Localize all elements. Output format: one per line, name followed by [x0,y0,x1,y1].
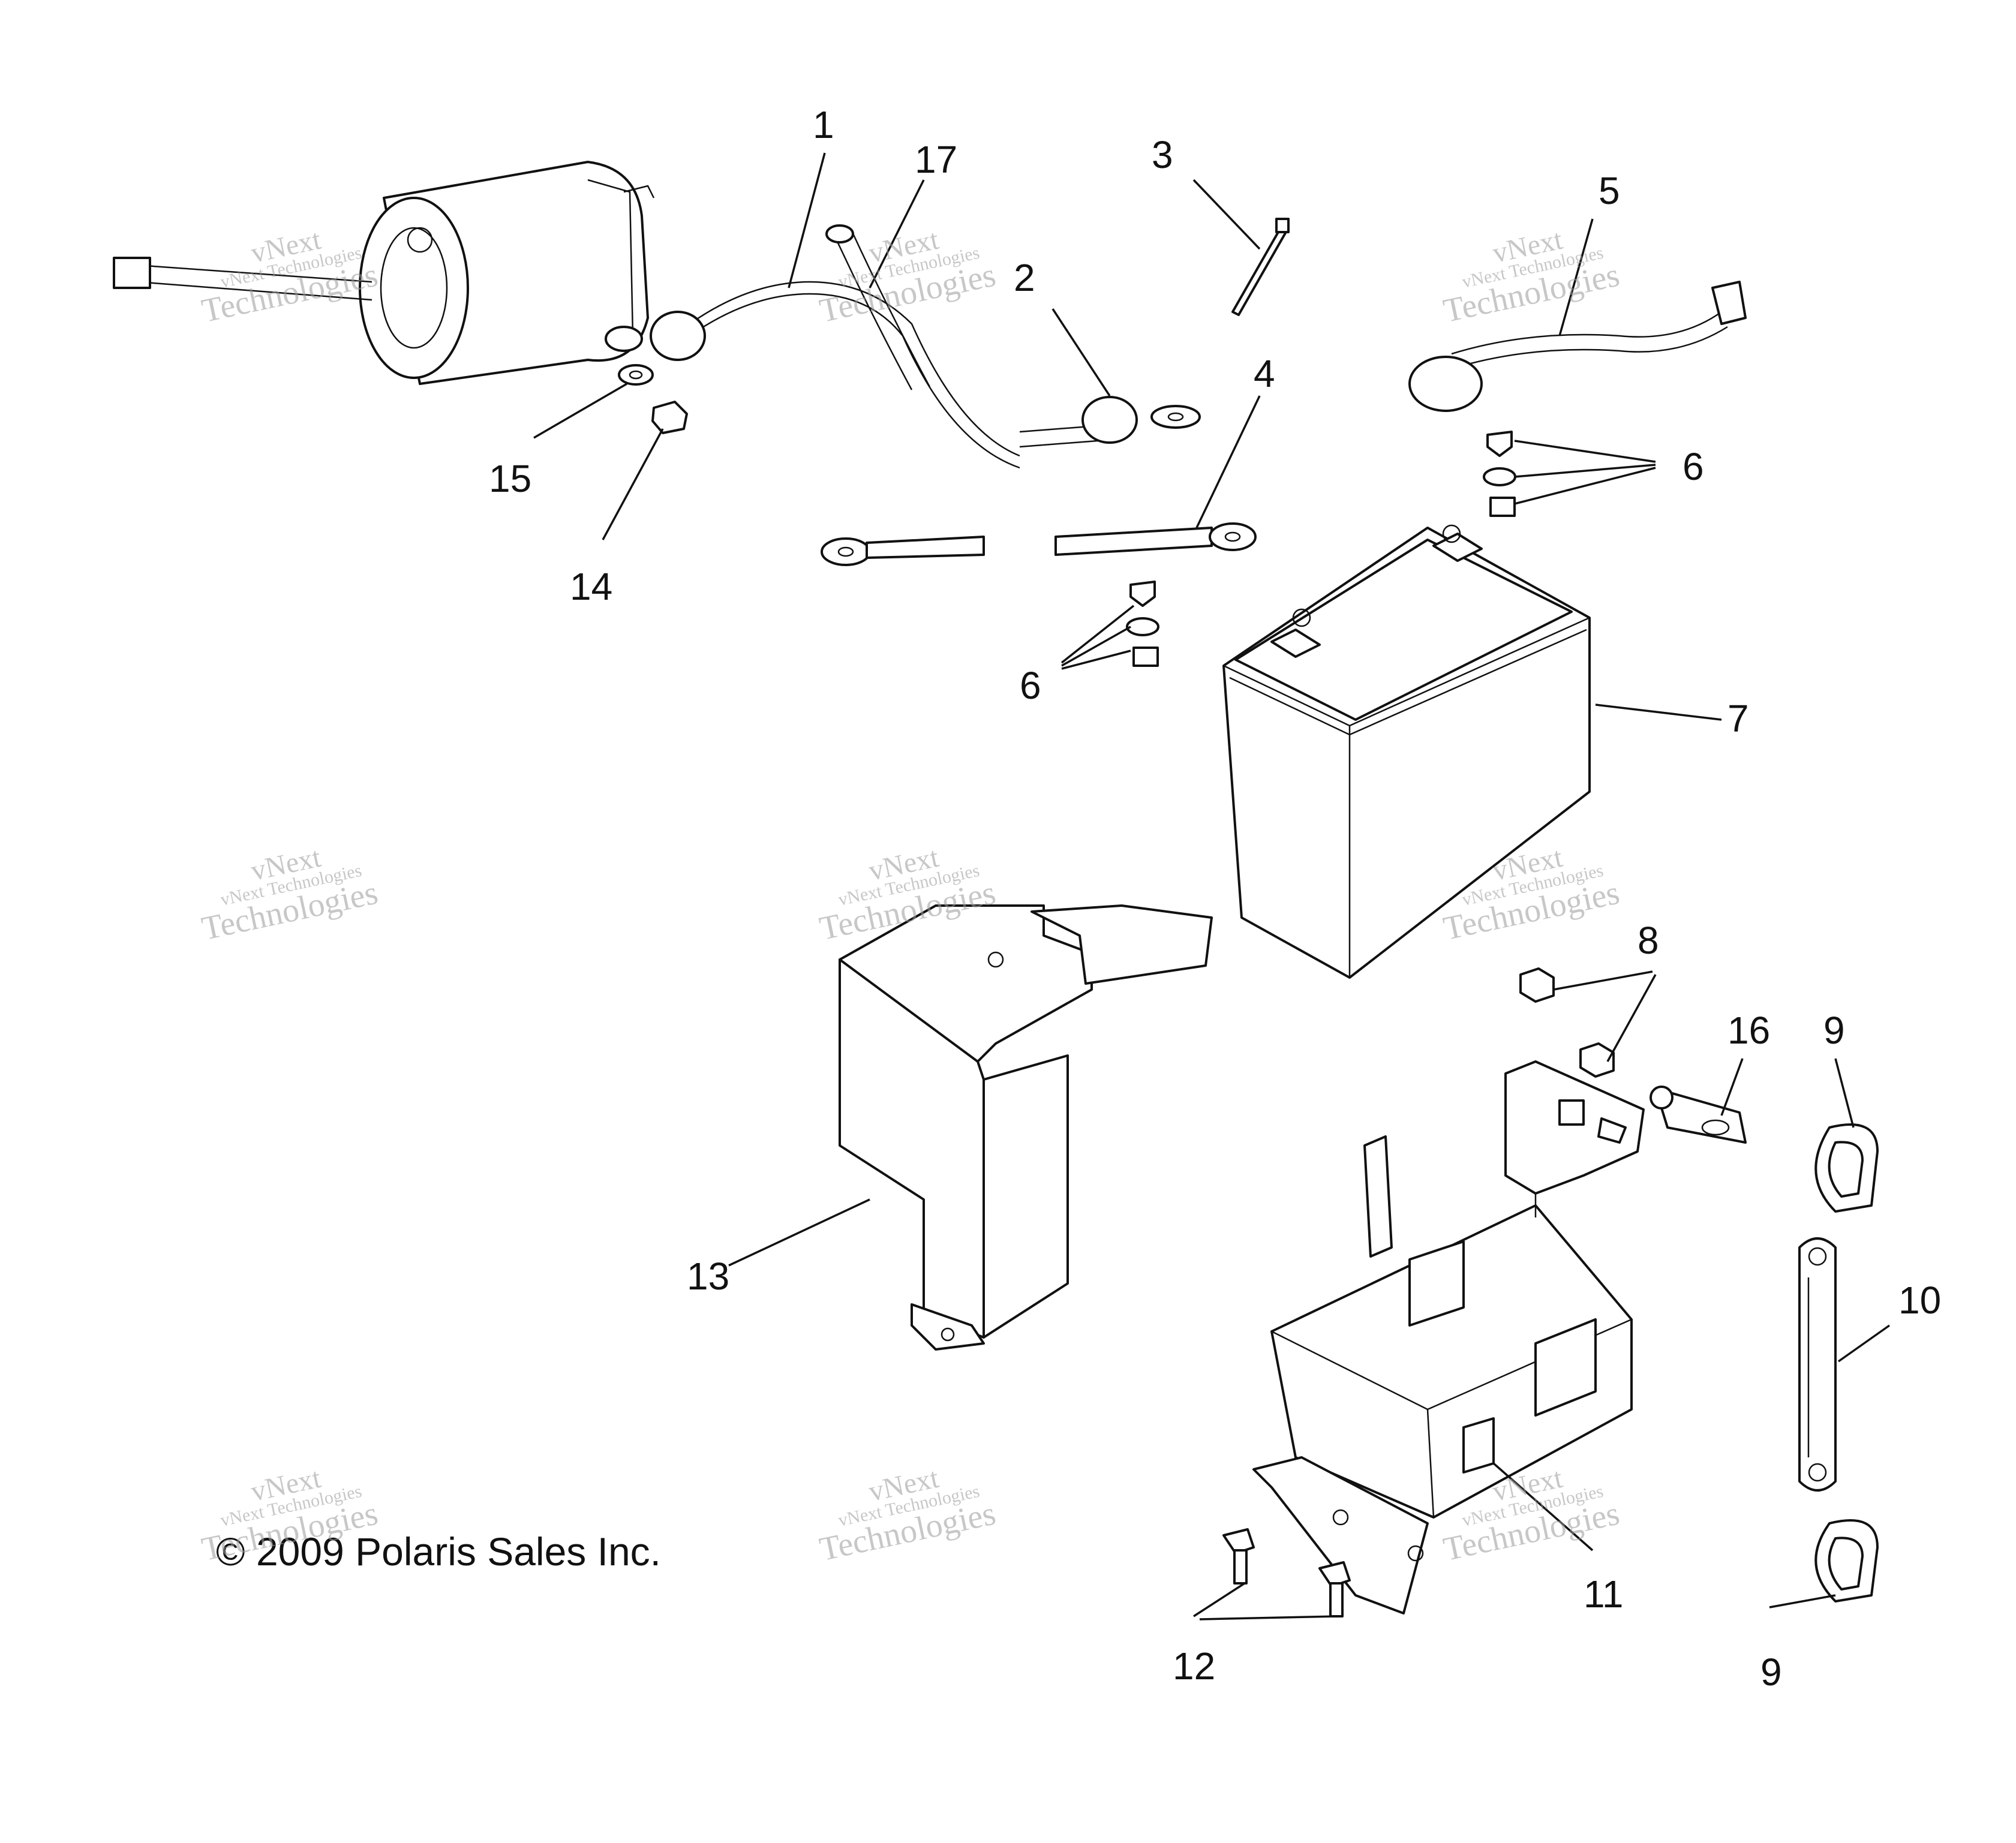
battery-cover [839,904,1213,1351]
bolts-part-12 [1222,1528,1351,1617]
starter-motor [113,161,655,385]
callout-6-left: 6 [1020,664,1041,707]
callout-12: 12 [1173,1644,1215,1688]
watermark-8: vNext Technologies vNext Technologies [816,1462,999,1568]
callout-15: 15 [489,457,531,500]
hook-part-9-upper [1814,1123,1879,1213]
battery-hold-down-strap [1798,1237,1837,1492]
callout-1: 1 [813,103,834,146]
terminal-hardware-set-right [1483,431,1516,517]
nuts-part-8 [1519,967,1615,1078]
copyright-notice: © 2009 Polaris Sales Inc. [216,1529,661,1574]
watermark-1: vNext Technologies vNext Technologies [199,224,381,330]
positive-cable [1408,281,1747,412]
ground-cable [1019,396,1201,448]
callout-11: 11 [1584,1573,1623,1616]
callout-10: 10 [1898,1279,1941,1322]
callout-8: 8 [1638,919,1659,962]
nut-part-14 [651,401,688,434]
callout-14: 14 [570,565,612,608]
callout-2: 2 [1014,256,1035,299]
battery-jumper-cable [821,522,1257,566]
battery [1222,524,1591,979]
callout-9-upper: 9 [1823,1009,1845,1052]
watermark-3: vNext Technologies vNext Technologies [1440,224,1623,330]
bracket-clip-part-16 [1650,1086,1747,1144]
callout-5: 5 [1599,169,1620,212]
wrapped-cable [825,224,931,390]
callout-numbers: 1 17 2 3 4 5 6 6 7 8 16 9 10 11 12 9 13 … [489,103,1941,1694]
callout-13: 13 [687,1255,729,1298]
terminal-hardware-set-left [1126,581,1159,667]
battery-box [1252,1060,1645,1614]
callout-4: 4 [1254,352,1275,395]
callout-16: 16 [1727,1009,1770,1052]
hook-part-9-lower [1814,1519,1879,1603]
callout-6-right: 6 [1682,445,1704,488]
callout-9-lower: 9 [1760,1650,1782,1694]
leader-lines [533,152,1891,1620]
watermark-4: vNext Technologies vNext Technologies [199,841,381,948]
callout-7: 7 [1727,697,1749,740]
washer-part-15 [618,364,654,386]
starter-cable [605,281,1020,469]
callout-17: 17 [915,138,957,181]
callout-3: 3 [1152,133,1173,176]
cable-tie [1231,218,1290,316]
